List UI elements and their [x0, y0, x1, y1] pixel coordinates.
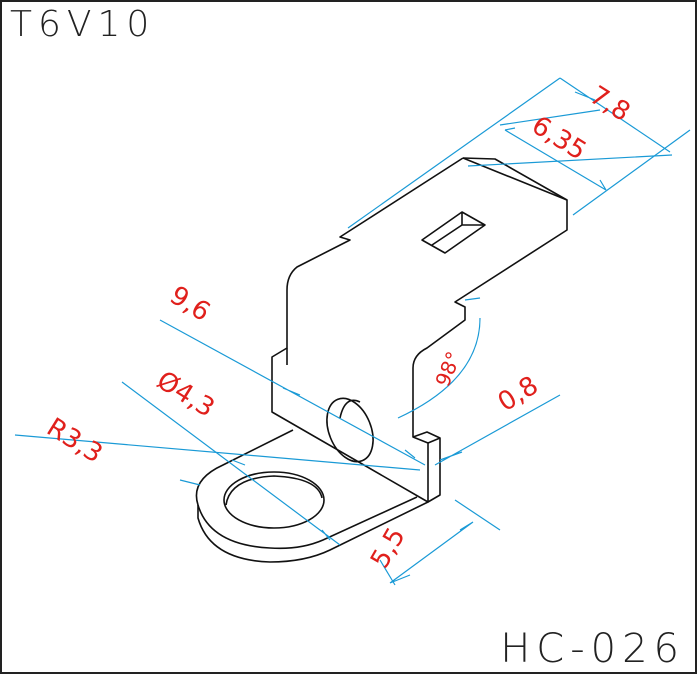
model-label: T6V10	[10, 4, 156, 45]
ring-tab-bottom	[197, 501, 429, 563]
dim-angle: 98°	[430, 348, 466, 390]
ring-hole	[223, 471, 325, 529]
dim-thickness: 0,8	[493, 371, 544, 418]
dim-hole-diameter: Ø4,3	[151, 365, 219, 423]
dim-width-tab: 6,35	[526, 110, 591, 166]
dim-ring-width: 5,5	[365, 523, 412, 574]
top-plate-and-front	[271, 157, 568, 503]
dim-width-total: 7,8	[584, 80, 635, 127]
side-hole	[326, 397, 374, 463]
slot-icon	[421, 211, 486, 254]
dim-radius: R3,3	[41, 412, 107, 469]
dim-length: 9,6	[164, 280, 215, 327]
dimension-lines	[14, 77, 691, 586]
right-flange	[412, 157, 568, 503]
part-number: HC-026	[500, 626, 685, 672]
ring-tab-top	[195, 429, 418, 550]
terminal-outline	[195, 157, 568, 563]
